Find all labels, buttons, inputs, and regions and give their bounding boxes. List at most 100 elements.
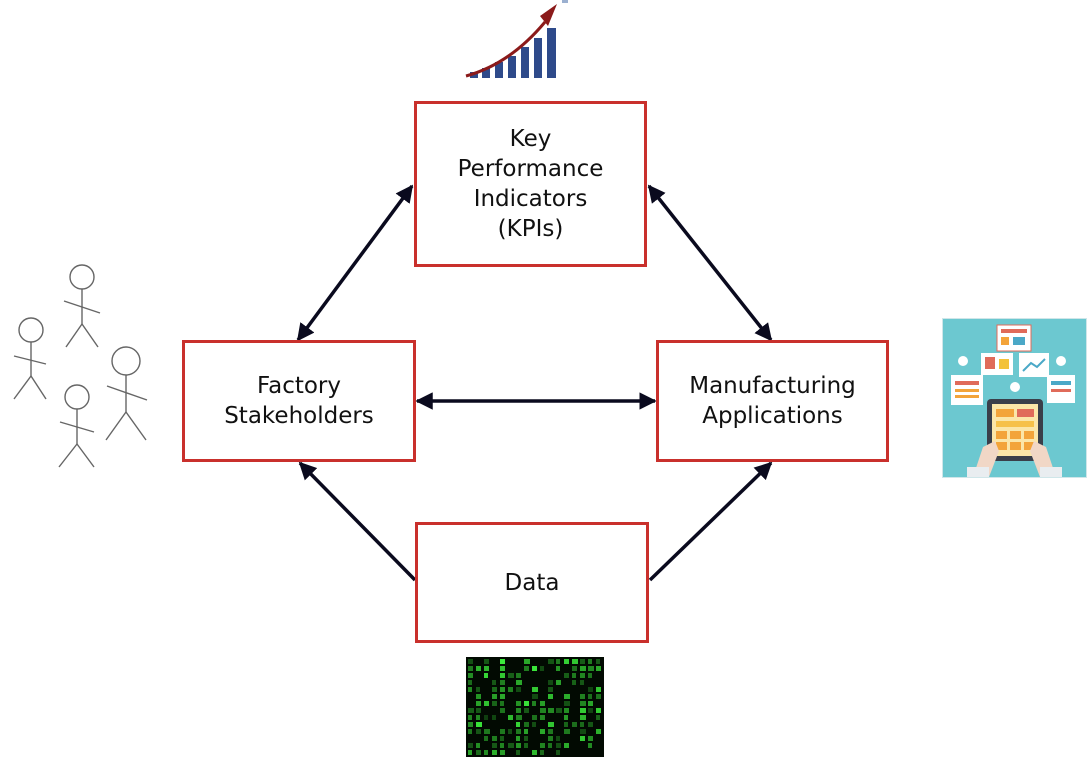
matrix-glyph xyxy=(548,743,552,748)
matrix-glyph xyxy=(588,694,592,699)
matrix-glyph xyxy=(596,708,601,713)
matrix-glyph xyxy=(492,701,497,706)
tablet-apps-illustration xyxy=(951,324,1075,477)
matrix-glyph xyxy=(484,673,488,678)
matrix-glyph xyxy=(596,729,601,734)
matrix-glyph xyxy=(484,659,489,664)
matrix-glyph xyxy=(548,659,554,664)
matrix-glyph xyxy=(596,715,600,720)
matrix-glyph xyxy=(516,673,521,678)
matrix-glyph xyxy=(524,729,528,734)
matrix-glyph xyxy=(476,743,480,748)
matrix-glyph xyxy=(548,687,553,692)
matrix-glyph xyxy=(492,687,497,692)
matrix-glyph xyxy=(468,715,472,720)
matrix-glyph xyxy=(532,694,538,699)
matrix-glyph xyxy=(524,701,529,706)
matrix-glyph xyxy=(500,708,505,713)
matrix-glyph xyxy=(540,708,546,713)
matrix-glyph xyxy=(476,722,482,727)
matrix-glyph xyxy=(564,715,568,720)
arrow-kpi-factory xyxy=(296,184,414,342)
matrix-glyph xyxy=(516,715,522,720)
matrix-glyph xyxy=(580,722,584,727)
matrix-glyph xyxy=(580,729,586,734)
matrix-glyph xyxy=(556,708,562,713)
matrix-glyph xyxy=(476,687,480,692)
kpi-line-4: (KPIs) xyxy=(497,216,564,242)
manufacturing-node-label: Manufacturing Applications xyxy=(689,371,856,431)
matrix-glyph xyxy=(588,673,592,678)
matrix-glyph xyxy=(500,750,505,755)
matrix-glyph xyxy=(516,680,522,685)
matrix-glyph xyxy=(556,680,561,685)
matrix-glyph xyxy=(492,715,496,720)
tablet-apps-icon xyxy=(942,318,1087,478)
matrix-glyph xyxy=(476,729,481,734)
matrix-glyph xyxy=(468,743,473,748)
matrix-glyph xyxy=(532,750,537,755)
matrix-glyph xyxy=(516,701,521,706)
matrix-glyph xyxy=(508,687,513,692)
matrix-glyph xyxy=(516,687,521,692)
matrix-glyph xyxy=(468,673,473,678)
matrix-glyph xyxy=(500,701,504,706)
matrix-glyph xyxy=(596,659,600,664)
matrix-glyph xyxy=(476,694,481,699)
matrix-glyph xyxy=(468,750,472,755)
matrix-glyph xyxy=(484,701,489,706)
matrix-glyph xyxy=(580,736,585,741)
matrix-glyph xyxy=(484,715,488,720)
kpi-line-3: Indicators xyxy=(473,186,588,212)
matrix-glyph xyxy=(588,722,593,727)
matrix-glyph xyxy=(492,694,497,699)
matrix-glyph xyxy=(556,736,560,741)
matrix-glyph xyxy=(572,666,577,671)
matrix-glyph xyxy=(516,722,520,727)
matrix-glyph xyxy=(484,666,489,671)
data-node-label: Data xyxy=(505,568,560,598)
manufacturing-line-1: Manufacturing xyxy=(689,373,856,399)
matrix-glyph xyxy=(540,743,545,748)
matrix-glyph xyxy=(572,722,577,727)
matrix-glyph xyxy=(588,687,593,692)
matrix-glyph xyxy=(580,694,585,699)
matrix-glyph xyxy=(500,680,505,685)
matrix-glyph xyxy=(564,708,569,713)
matrix-glyph xyxy=(484,736,488,741)
factory-stakeholders-node: Factory Stakeholders xyxy=(182,340,416,462)
matrix-glyph xyxy=(468,666,473,671)
factory-line-1: Factory xyxy=(256,373,341,399)
matrix-glyph xyxy=(524,743,528,748)
matrix-glyph xyxy=(524,708,529,713)
matrix-glyph xyxy=(564,701,570,706)
matrix-glyph xyxy=(556,743,561,748)
arrow-kpi-manufacturing xyxy=(647,184,773,342)
matrix-glyph xyxy=(548,680,553,685)
matrix-glyph xyxy=(532,687,538,692)
matrix-glyph xyxy=(468,680,472,685)
matrix-glyph xyxy=(556,750,560,755)
matrix-glyph xyxy=(476,715,480,720)
matrix-glyph xyxy=(532,701,536,706)
matrix-glyph xyxy=(516,708,521,713)
matrix-glyph xyxy=(516,750,520,755)
matrix-glyph xyxy=(500,673,505,678)
matrix-glyph xyxy=(572,659,578,664)
matrix-glyph xyxy=(596,694,601,699)
matrix-glyph xyxy=(492,680,496,685)
matrix-glyph xyxy=(516,729,521,734)
matrix-glyph xyxy=(548,736,553,741)
manufacturing-line-2: Applications xyxy=(702,403,843,429)
manufacturing-applications-node: Manufacturing Applications xyxy=(656,340,889,462)
matrix-glyph xyxy=(588,743,592,748)
matrix-glyph xyxy=(524,659,530,664)
matrix-glyph xyxy=(468,687,472,692)
arrow-data-manufacturing xyxy=(648,461,773,582)
matrix-glyph xyxy=(540,666,544,671)
matrix-glyph xyxy=(508,673,514,678)
matrix-glyph xyxy=(588,659,592,664)
matrix-glyph xyxy=(500,666,505,671)
matrix-glyph xyxy=(540,729,545,734)
